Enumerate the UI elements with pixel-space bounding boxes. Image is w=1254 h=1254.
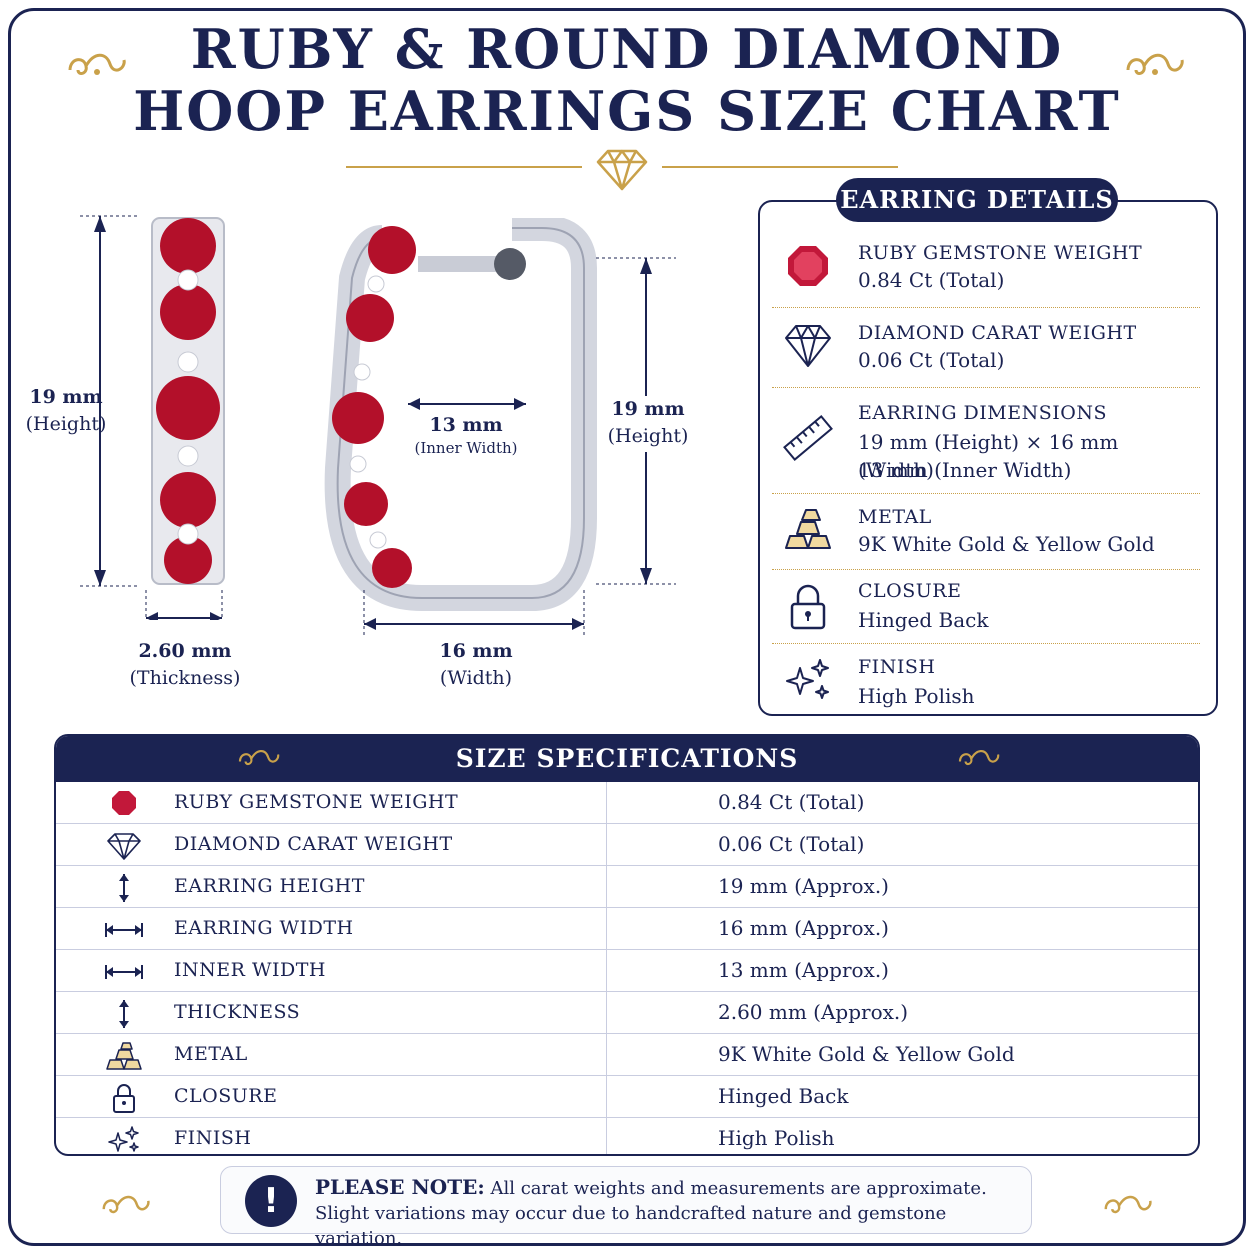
sparkle-icon	[782, 654, 834, 706]
front-width-label: 16 mm(Width)	[439, 640, 513, 689]
front-inner-width-label: 13 mm(Inner Width)	[414, 414, 518, 457]
table-row: EARRING HEIGHT 19 mm (Approx.)	[56, 866, 1198, 908]
page-frame	[8, 8, 1246, 1246]
detail-ruby-weight: RUBY GEMSTONE WEIGHT 0.84 Ct (Total)	[772, 232, 1200, 308]
size-specifications-title: SIZE SPECIFICATIONS	[56, 736, 1198, 782]
table-row: RUBY GEMSTONE WEIGHT 0.84 Ct (Total)	[56, 782, 1198, 824]
side-thickness-label: 2.60 mm(Thickness)	[129, 640, 241, 689]
ruby-icon	[782, 240, 834, 292]
ruler-icon	[782, 412, 834, 464]
side-height-label: 19 mm(Height)	[25, 386, 107, 435]
please-note-box: ! PLEASE NOTE: All carat weights and mea…	[220, 1166, 1032, 1249]
lock-icon	[104, 1083, 144, 1113]
front-view-earring	[322, 215, 622, 642]
ruby-icon	[104, 789, 144, 819]
exclamation-icon: !	[245, 1175, 297, 1227]
swirl-ornament-icon	[1102, 1188, 1154, 1228]
swirl-ornament-icon	[100, 1188, 152, 1228]
table-row: FINISH High Polish	[56, 1118, 1198, 1154]
page-title-line1: RUBY & ROUND DIAMOND	[190, 17, 1064, 81]
detail-diamond-weight: DIAMOND CARAT WEIGHT 0.06 Ct (Total)	[772, 308, 1200, 388]
size-specifications-table: SIZE SPECIFICATIONS RUBY GEMSTONE WEIGHT…	[54, 734, 1200, 1156]
title-divider-left	[346, 166, 582, 168]
front-height-arrow	[596, 256, 696, 592]
horizontal-arrow-icon	[104, 957, 144, 987]
table-column-divider	[606, 782, 607, 1154]
table-row: METAL 9K White Gold & Yellow Gold	[56, 1034, 1198, 1076]
detail-metal: METAL 9K White Gold & Yellow Gold	[772, 494, 1200, 570]
vertical-arrow-icon	[104, 999, 144, 1029]
earring-details-title: EARRING DETAILS	[836, 178, 1118, 222]
gold-bars-icon	[782, 504, 834, 556]
table-row: INNER WIDTH 13 mm (Approx.)	[56, 950, 1198, 992]
table-row: CLOSURE Hinged Back	[56, 1076, 1198, 1118]
swirl-ornament-icon	[1124, 48, 1186, 91]
swirl-ornament-icon	[236, 746, 282, 774]
front-height-label: 19 mm(Height)	[607, 398, 689, 447]
swirl-ornament-icon	[66, 48, 128, 91]
detail-dimensions: EARRING DIMENSIONS 19 mm (Height) × 16 m…	[772, 388, 1200, 494]
detail-finish: FINISH High Polish	[772, 644, 1200, 716]
diamond-icon	[104, 831, 144, 861]
detail-closure: CLOSURE Hinged Back	[772, 570, 1200, 644]
lock-icon	[782, 580, 834, 632]
horizontal-arrow-icon	[104, 915, 144, 945]
swirl-ornament-icon	[956, 746, 1002, 774]
divider-diamond-icon	[594, 148, 650, 196]
table-row: EARRING WIDTH 16 mm (Approx.)	[56, 908, 1198, 950]
sparkle-icon	[104, 1125, 144, 1154]
table-row: DIAMOND CARAT WEIGHT 0.06 Ct (Total)	[56, 824, 1198, 866]
page-title-line2: HOOP EARRINGS SIZE CHART	[133, 79, 1121, 143]
table-row: THICKNESS 2.60 mm (Approx.)	[56, 992, 1198, 1034]
note-text: PLEASE NOTE: All carat weights and measu…	[315, 1175, 987, 1249]
gold-bars-icon	[104, 1041, 144, 1071]
side-view-earring	[80, 200, 250, 630]
title-divider-right	[662, 166, 898, 168]
vertical-arrow-icon	[104, 873, 144, 903]
diamond-icon	[782, 320, 834, 372]
